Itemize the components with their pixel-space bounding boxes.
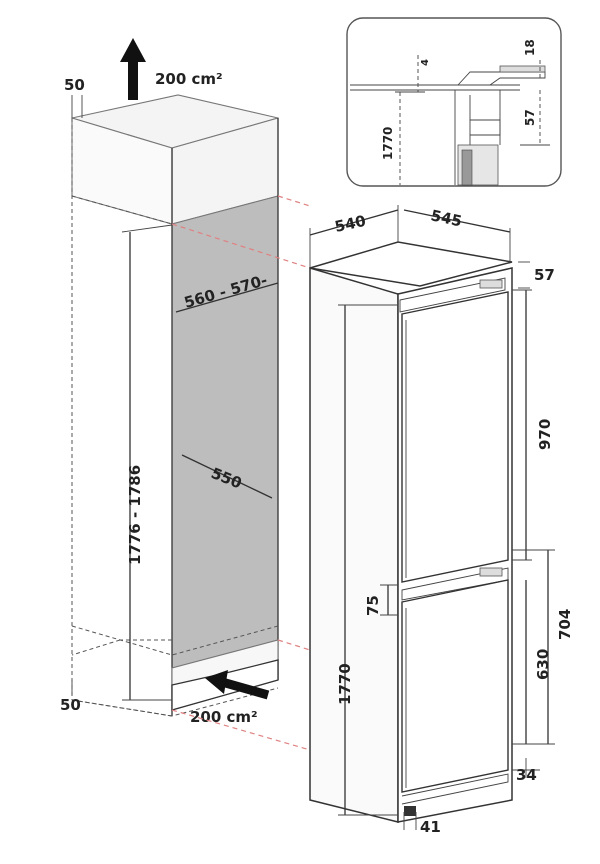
height-label: 1770 — [336, 663, 354, 705]
lower-door-label: 630 — [534, 649, 552, 680]
upper-door-label: 970 — [536, 419, 554, 450]
depth-label: 545 — [429, 206, 463, 230]
top-offset-label: 57 — [534, 266, 555, 284]
cabinet — [71, 94, 279, 717]
top-ventilation-label: 200 cm² — [155, 70, 223, 88]
detail-inset — [346, 17, 562, 187]
top-airflow-arrow-icon — [120, 38, 146, 100]
alignment-guides — [171, 195, 311, 751]
top-gap-label: 50 — [64, 76, 85, 94]
detail-gap-small-label: 4 — [420, 59, 431, 66]
lower-total-label: 704 — [556, 609, 574, 640]
bottom-offset-label: 34 — [516, 766, 537, 784]
bottom-ventilation-label: 200 cm² — [190, 708, 258, 726]
detail-height-label: 1770 — [381, 127, 395, 160]
refrigerator — [309, 241, 513, 823]
foot-label: 41 — [420, 818, 441, 836]
bottom-gap-label: 50 — [60, 696, 81, 714]
detail-gap-top-label: 18 — [523, 39, 537, 56]
detail-offset-label: 57 — [523, 109, 537, 126]
bottom-airflow-arrow-icon — [205, 670, 270, 700]
niche-height-label: 1776 - 1786 — [126, 465, 144, 565]
door-gap-label: 75 — [364, 595, 382, 616]
width-label: 540 — [333, 212, 367, 236]
